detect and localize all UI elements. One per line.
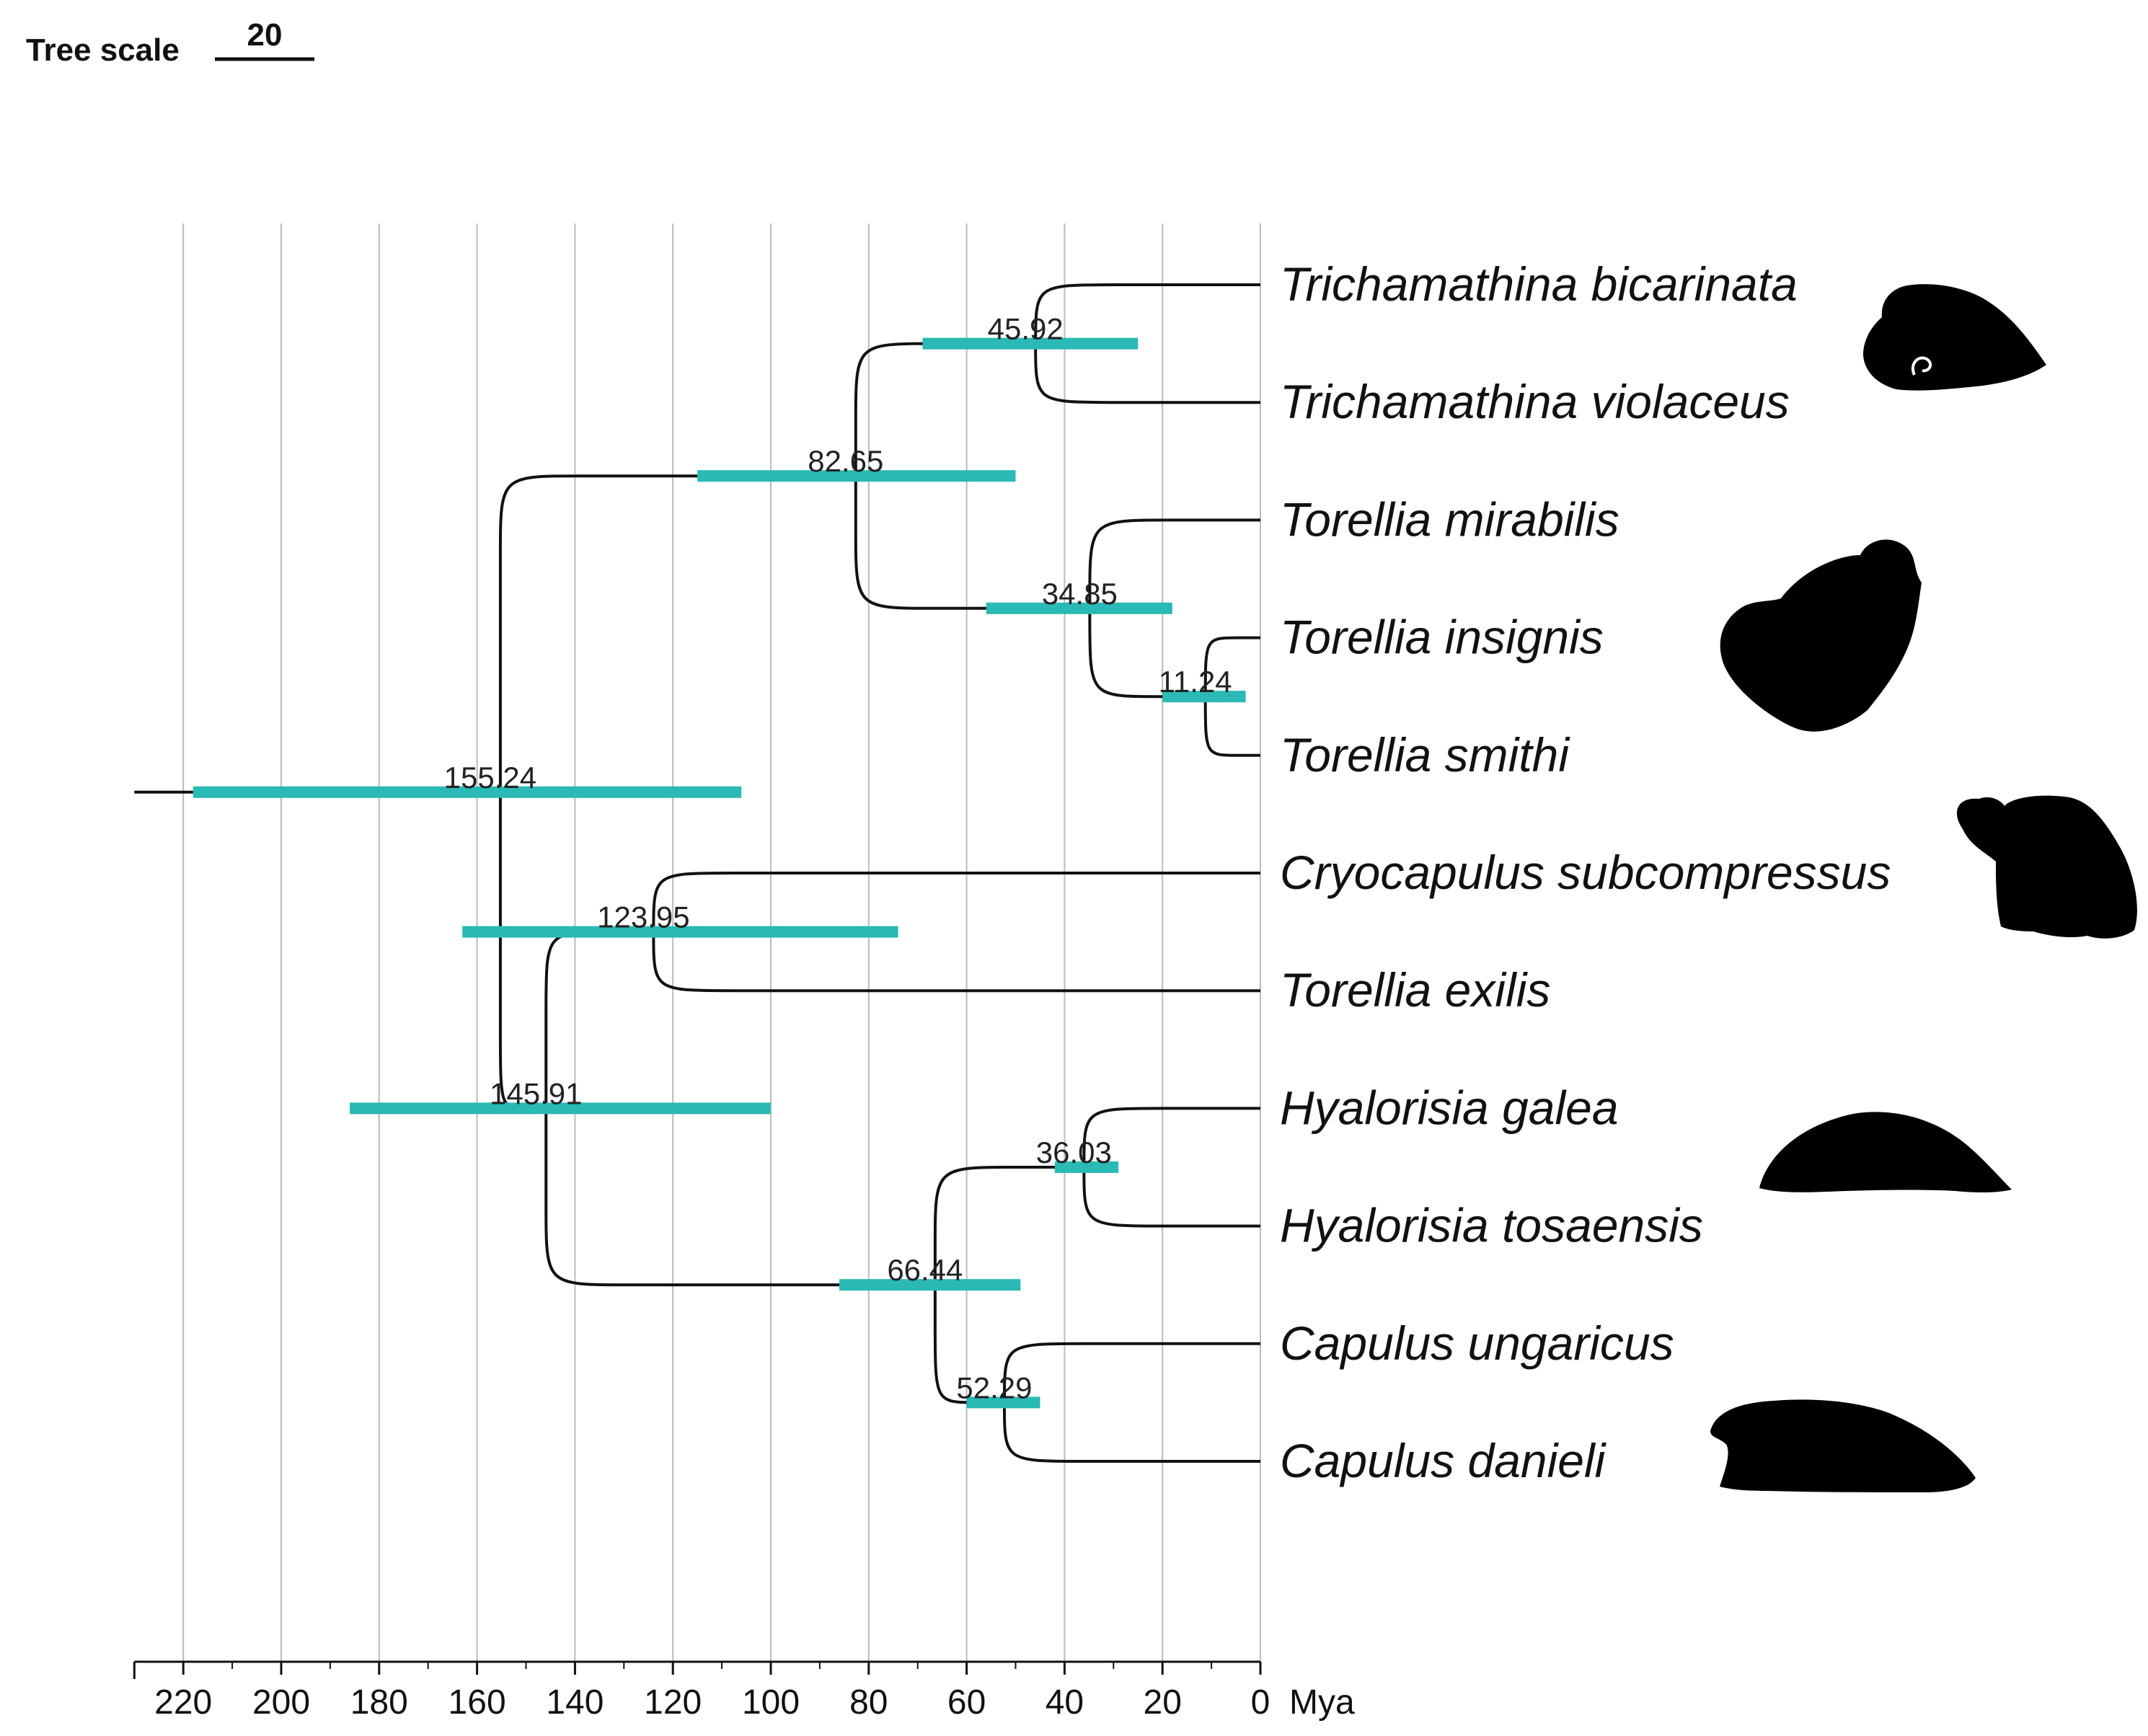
- taxon-label: Hyalorisia galea: [1280, 1081, 1619, 1134]
- tree-branch: [1002, 1402, 1260, 1463]
- node-age-label: 82.65: [808, 444, 883, 478]
- tree-branch: [854, 342, 1036, 477]
- node-age-label: 36.03: [1036, 1135, 1112, 1169]
- axis-unit-label: Mya: [1289, 1683, 1355, 1722]
- node-age-label: 155.24: [444, 761, 536, 794]
- tree-branch: [498, 474, 856, 792]
- axis-tick-label: 140: [546, 1683, 604, 1722]
- tree-branch: [498, 792, 547, 1110]
- capulus-shell-icon: [1710, 1399, 1976, 1492]
- taxon-label: Torellia mirabilis: [1280, 492, 1619, 546]
- tree-branch: [652, 872, 1260, 932]
- torellia-shell-icon: [1720, 539, 1922, 732]
- node-age-label: 52.29: [956, 1370, 1032, 1404]
- hpd-bar: [1054, 1161, 1119, 1173]
- tree-branch: [1082, 1166, 1260, 1228]
- tree-scale-value: 20: [247, 17, 283, 53]
- tree-branch: [1088, 518, 1260, 608]
- axis-tick-label: 220: [154, 1683, 212, 1722]
- axis-tick-label: 120: [644, 1683, 702, 1722]
- hyalorisia-shell-icon: [1759, 1112, 2012, 1193]
- tree-branch: [1034, 343, 1260, 404]
- tree-branch: [854, 476, 1090, 610]
- node-age-labels: 155.24 82.65 45.92 34.85 11.24 145.91 123.95 66…: [444, 312, 1232, 1405]
- axis-tick-label: 0: [1251, 1683, 1270, 1722]
- tree-branch: [1002, 1342, 1260, 1403]
- axis-tick-label: 200: [252, 1683, 310, 1722]
- taxon-label: Trichamathina violaceus: [1280, 375, 1790, 428]
- node-age-label: 123.95: [597, 900, 689, 934]
- tree-branch: [652, 931, 1260, 993]
- hpd-bar: [697, 470, 1016, 482]
- axis-tick-label: 180: [350, 1683, 408, 1722]
- taxon-label: Capulus danieli: [1280, 1434, 1607, 1487]
- axis-tick-label: 40: [1046, 1683, 1084, 1722]
- tree-scale-label: Tree scale: [26, 32, 180, 68]
- cryocapulus-shell-icon: [1956, 795, 2137, 939]
- hpd-bar: [966, 1396, 1040, 1409]
- node-age-label: 34.85: [1042, 577, 1118, 611]
- hpd-bar: [350, 1102, 771, 1115]
- taxon-label: Hyalorisia tosaensis: [1280, 1199, 1703, 1252]
- node-age-label: 45.92: [988, 312, 1064, 346]
- taxon-label: Trichamathina bicarinata: [1280, 257, 1798, 311]
- trichamathina-shell-icon: [1863, 284, 2046, 391]
- hpd-bar: [986, 602, 1172, 614]
- hpd-bar: [839, 1279, 1021, 1291]
- taxon-label: Capulus ungaricus: [1280, 1316, 1674, 1370]
- tree-scale-legend: Tree scale 20: [26, 17, 314, 68]
- taxon-label: Torellia exilis: [1280, 963, 1550, 1017]
- tree-branch: [1034, 283, 1260, 344]
- axis-tick-label: 60: [947, 1683, 986, 1722]
- node-age-label: 11.24: [1159, 665, 1232, 699]
- hpd-bars: [193, 337, 1246, 1409]
- tree-branch: [1203, 696, 1260, 757]
- tree-branch: [1203, 636, 1260, 697]
- node-age-label: 145.91: [490, 1076, 582, 1110]
- tree-branch: [544, 1108, 935, 1287]
- taxon-label: Cryocapulus subcompressus: [1280, 846, 1891, 899]
- tree-branch: [933, 1166, 1084, 1285]
- tree-branch: [1082, 1107, 1260, 1168]
- axis-tick-label: 80: [849, 1683, 888, 1722]
- grid-lines: [182, 223, 1261, 1662]
- taxon-label: Torellia insignis: [1280, 611, 1604, 664]
- hpd-bar: [193, 786, 742, 798]
- hpd-bar: [1162, 691, 1246, 703]
- axis-tick-label: 100: [742, 1683, 800, 1722]
- tree-branch: [1088, 608, 1206, 699]
- hpd-bar: [922, 337, 1139, 350]
- hpd-bar: [462, 926, 898, 938]
- node-age-label: 66.44: [887, 1253, 963, 1287]
- tree-branches: [134, 283, 1260, 1463]
- taxon-label: Torellia smithi: [1280, 728, 1570, 781]
- axis-tick-label: 160: [448, 1683, 506, 1722]
- axis-tick-label: 20: [1144, 1683, 1182, 1722]
- shell-silhouettes: [1710, 284, 2137, 1492]
